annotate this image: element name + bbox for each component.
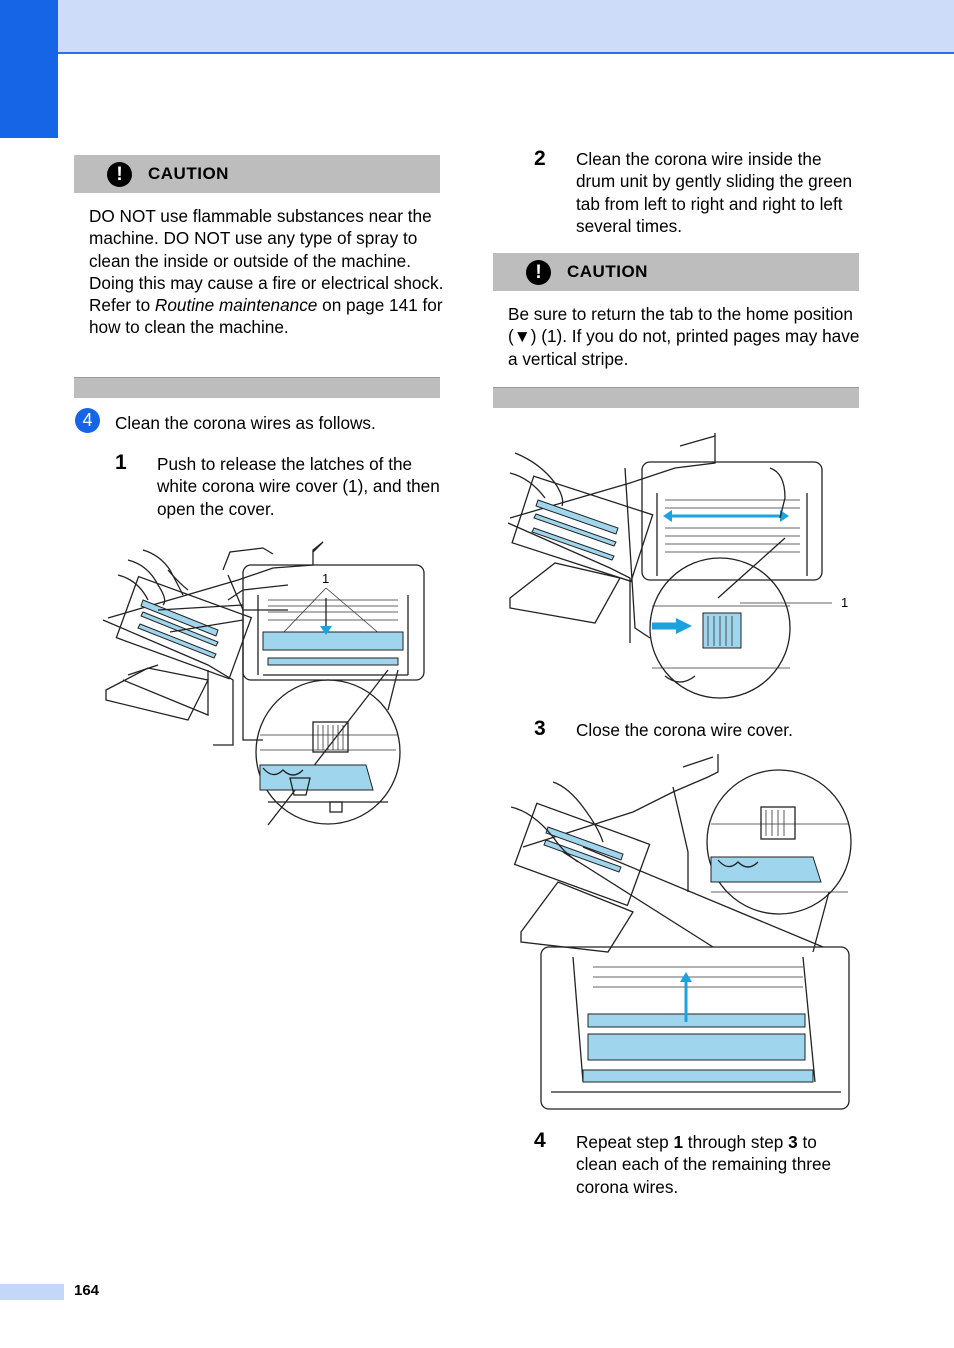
exclamation-icon — [107, 162, 132, 187]
callout-label: 1 — [322, 571, 329, 586]
caution-text: DO NOT use flammable substances near the… — [89, 206, 444, 338]
page-number: 164 — [74, 1282, 100, 1299]
caution-title: CAUTION — [567, 262, 648, 281]
substep-text: Close the corona wire cover. — [576, 720, 793, 740]
step-reference: 3 — [788, 1132, 798, 1152]
callout-label: 1 — [841, 595, 848, 610]
illustration-clean-wire: 1 — [507, 433, 848, 699]
step-number-badge: 4 — [75, 408, 100, 433]
step-reference: 1 — [673, 1132, 684, 1152]
caution-footer — [74, 377, 440, 398]
substep-text: Repeat step 1 through step 3 to clean ea… — [576, 1132, 832, 1197]
substep-text: Clean the corona wire inside the drum un… — [576, 149, 853, 236]
illustration-open-cover: 1 — [102, 541, 425, 826]
illustration-close-cover — [510, 754, 852, 1110]
footer-tab — [0, 1284, 64, 1300]
exclamation-icon — [526, 260, 551, 285]
caution-footer — [493, 387, 859, 408]
caution-header: CAUTION — [493, 253, 859, 291]
caution-header: CAUTION — [74, 155, 440, 193]
step-text: Clean the corona wires as follows. — [115, 413, 376, 433]
caution-text: Be sure to return the tab to the home po… — [508, 304, 860, 369]
substep-text: Push to release the latches of the white… — [157, 454, 440, 519]
header-band — [58, 0, 954, 54]
caution-title: CAUTION — [148, 164, 229, 183]
substep-number: 4 — [534, 1129, 546, 1152]
chapter-tab — [0, 0, 58, 138]
cross-reference: Routine maintenance — [154, 295, 318, 316]
substep-number: 3 — [534, 717, 546, 740]
substep-number: 2 — [534, 147, 546, 170]
substep-number: 1 — [115, 451, 127, 474]
